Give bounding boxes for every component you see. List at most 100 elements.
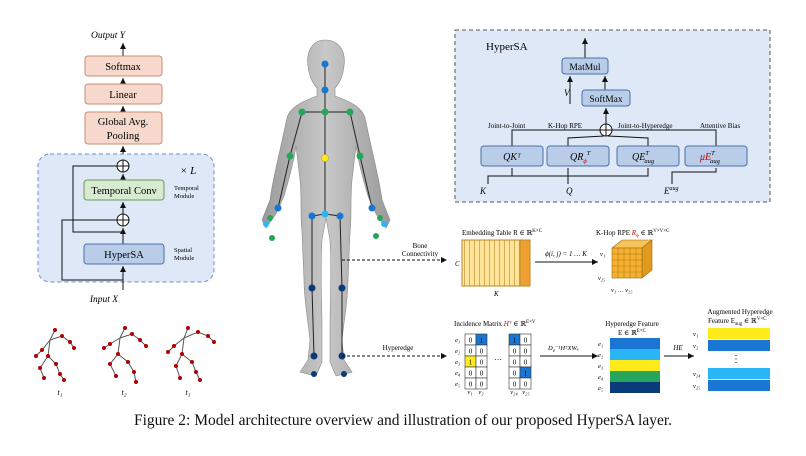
hyperedge-section: Hyperedge Incidence Matrix Hᵀ ∈ ℝE×V e₁e… (342, 308, 773, 396)
feature-row-label: e₅ (598, 385, 603, 392)
aug-feature-bar (708, 380, 770, 391)
khop-title-text: K-Hop RPE (596, 229, 632, 237)
temporal-module-label-1: Temporal (174, 185, 199, 192)
e-input-superscript: aug (670, 186, 679, 192)
softmax-panel-label: SoftMax (589, 94, 623, 105)
feature-bar (610, 371, 660, 382)
feature-row-label: e₂ (598, 352, 604, 359)
model-stack: Output Y Softmax Linear Global Avg. Pool… (34, 31, 216, 397)
e-input-formula: Eaug (663, 186, 679, 196)
khop-r-sub: ϕ (636, 234, 639, 239)
incidence-row-label: e₄ (455, 370, 461, 377)
softmax-label: Softmax (105, 62, 141, 73)
hypersa-panel: HyperSA MatMul V SoftMax Joint-to-Joint … (454, 29, 771, 203)
linear-box (84, 83, 163, 105)
ue-label: μE (699, 152, 711, 163)
figure-caption: Figure 2: Model architecture overview an… (133, 412, 673, 429)
feature-bar (610, 338, 660, 349)
e-input-label: E (663, 186, 670, 196)
incidence-cell-value: 0 (513, 381, 517, 389)
qr-superscript: T (587, 150, 591, 157)
v-label: V (564, 88, 571, 98)
aug-title-sub: aug (735, 322, 743, 327)
incidence-title-sup: E×V (526, 320, 536, 325)
khop-v25: v₂₅ (598, 275, 605, 282)
feature-row-label: e₄ (598, 374, 604, 381)
time-label-3: t₃ (185, 388, 190, 397)
qr-box (546, 145, 610, 167)
incidence-cell-value: 0 (513, 359, 517, 367)
qr-label: QR (570, 152, 583, 163)
bone-label-2: Connectivity (402, 250, 439, 258)
qk-label: QKᵀ (503, 152, 522, 163)
phi-label: ϕ(i, j) = 1 … K (545, 250, 587, 258)
formula-sub: e (553, 349, 556, 354)
aug-title-2: Feature Eaug ∈ ℝV×C (708, 317, 767, 327)
pooling-label-1: Global Avg. (98, 117, 149, 128)
embedding-title-text: Embedding Table R ∈ ℝ (462, 229, 532, 237)
khop-cube (611, 239, 653, 279)
incidence-cell-value: 0 (480, 359, 484, 367)
incidence-cell-value: 1 (469, 359, 473, 367)
pooling-box (84, 111, 163, 145)
hypersa-label: HyperSA (104, 250, 144, 261)
time-label-1: t₁ (57, 388, 62, 397)
body-joints (263, 60, 387, 377)
temporal-conv-label: Temporal Conv (91, 186, 157, 197)
body-silhouette (261, 39, 391, 377)
bone-connectivity: Bone Connectivity Embedding Table R ∈ ℝ K… (342, 229, 670, 298)
ue-box (684, 145, 748, 167)
khop-rpe-label: K-Hop RPE (548, 122, 582, 130)
matmul-label: MatMul (569, 63, 601, 73)
incidence-cell-value: 0 (469, 381, 473, 389)
feature-bar (610, 360, 660, 371)
embedding-table (461, 239, 531, 287)
q-input-label: Q (566, 186, 573, 196)
qr-subscript: ϕ (583, 158, 587, 165)
incidence-cell-value: 0 (524, 337, 528, 345)
time-label-2: t₂ (121, 388, 126, 397)
k-axis-label: K (493, 290, 499, 298)
aug-title-rest: ∈ ℝ (742, 317, 757, 325)
feature-bar (610, 349, 660, 360)
qe-subscript: aug (644, 158, 655, 165)
feature-row-label: e₁ (598, 341, 603, 348)
feature-title-1: Hyperedge Feature (605, 320, 658, 328)
col-v25: v₂₅ (522, 389, 529, 396)
hyperedge-label: Hyperedge (383, 344, 414, 352)
aug-title-1: Augmented Hyperedge (707, 308, 772, 316)
hyperedge-feature-bars: e₁ e₂ e₃ e₄ e₅ (598, 338, 660, 393)
qe-label: QE (632, 152, 645, 163)
incidence-title: Incidence Matrix Hᵀ ∈ ℝE×V (454, 320, 536, 328)
bone-label-1: Bone (413, 242, 428, 250)
he-label: HE (672, 344, 683, 352)
incidence-h: Hᵀ (503, 320, 512, 328)
incidence-cell-value: 1 (513, 337, 517, 345)
incidence-cell-value: 0 (469, 370, 473, 378)
feature-row-label: e₃ (598, 363, 603, 370)
joint-to-hyperedge-label: Joint-to-Hyperedge (618, 122, 672, 130)
aug-row-label: v₂ (693, 343, 699, 350)
temporal-module-label-2: Module (174, 193, 194, 200)
ue-superscript: T (711, 150, 715, 157)
incidence-cell-value: 1 (480, 337, 484, 345)
incidence-row-label: e₅ (455, 381, 460, 388)
feature-title-2-text: E ∈ ℝ (618, 329, 637, 337)
aug-feature-bar (708, 328, 770, 339)
ue-subscript: aug (710, 158, 721, 165)
formula-rest: ⁻¹HᵀXWₑ (555, 345, 579, 352)
incidence-cell-value: 0 (480, 370, 484, 378)
incidence-ellipsis: … (494, 353, 502, 362)
matmul-box (561, 57, 609, 75)
repeat-label: × L (180, 165, 196, 177)
incidence-cell-value: 0 (524, 359, 528, 367)
formula-label: De⁻¹HᵀXWₑ (547, 345, 579, 354)
incidence-cell-value: 0 (469, 348, 473, 356)
input-label: Input X (89, 295, 119, 305)
